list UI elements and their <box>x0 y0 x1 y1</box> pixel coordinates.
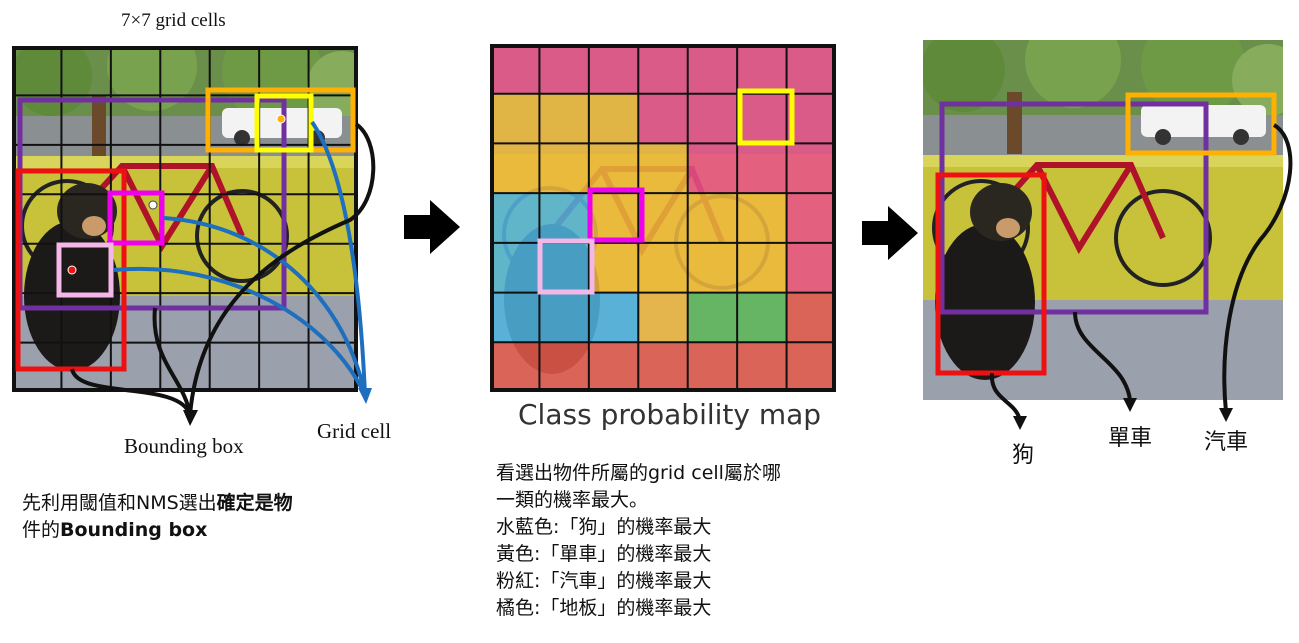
grid-lines <box>490 44 836 392</box>
desc-line: 黃色:「單車」的機率最大 <box>496 543 712 565</box>
center-dot-bike <box>148 200 158 210</box>
class-cell-pink <box>786 193 836 243</box>
label-grid-cell: Grid cell <box>317 419 392 443</box>
bbox-bike-panel3 <box>939 101 1209 315</box>
panel1-title: 7×7 grid cells <box>121 10 226 31</box>
desc-line: 一類的機率最大。 <box>496 489 649 511</box>
class-cell-yellow <box>588 242 639 293</box>
caption-line1-bold: 確定是物 <box>216 492 293 514</box>
arrow-right-icon <box>404 200 460 254</box>
class-cell-blue <box>490 242 540 293</box>
label-bike: 單車 <box>1108 425 1153 450</box>
class-cell-yellow <box>737 193 787 243</box>
caption-line2-bold: Bounding box <box>60 519 208 541</box>
class-cell-yellow <box>638 292 688 343</box>
class-cell-yellow <box>539 143 589 194</box>
class-cell-blue <box>539 242 589 293</box>
dog-bike-car-photo-3 <box>923 40 1283 400</box>
class-cell-yellow <box>588 93 639 144</box>
class-cell-pink <box>786 143 836 194</box>
class-cell-yellow <box>490 143 540 194</box>
class-cell-pink <box>786 242 836 293</box>
desc-line: 橘色:「地板」的機率最大 <box>496 597 712 619</box>
center-dot-car <box>276 114 286 124</box>
class-cell-blue <box>490 292 540 343</box>
dog-bike-car-photo-1 <box>12 46 358 392</box>
class-cell-pink <box>737 44 787 94</box>
label-pointers <box>989 123 1293 421</box>
class-cell-red <box>539 342 589 392</box>
class-cell-blue <box>588 292 639 343</box>
grid-cell-pointers <box>113 120 367 396</box>
class-cell-pink <box>786 93 836 144</box>
panel3-scene <box>923 40 1283 400</box>
class-cell-yellow <box>490 93 540 144</box>
class-cell-red <box>687 342 738 392</box>
class-cell-red <box>588 342 639 392</box>
center-dot-dog <box>67 265 77 275</box>
class-cell-yellow <box>588 193 639 243</box>
class-cell-green <box>737 292 787 343</box>
class-cell-yellow <box>588 143 639 194</box>
arrow-right-icon-2 <box>862 206 918 260</box>
class-cell-pink <box>638 93 688 144</box>
class-cell-red <box>638 342 688 392</box>
cell-bike-panel2 <box>587 187 645 243</box>
class-cell-pink <box>490 44 540 94</box>
desc-line: 粉紅:「汽車」的機率最大 <box>496 570 712 592</box>
class-cell-green <box>687 292 738 343</box>
class-cell-yellow <box>687 242 738 293</box>
label-bounding-box: Bounding box <box>124 434 244 458</box>
panel1-scene <box>12 46 358 392</box>
class-cell-pink <box>687 143 738 194</box>
class-cell-blue <box>490 193 540 243</box>
label-car: 汽車 <box>1204 429 1249 454</box>
class-cell-blue <box>539 292 589 343</box>
class-cell-pink <box>687 44 738 94</box>
class-cell-pink <box>737 93 787 144</box>
class-cell-pink <box>539 44 589 94</box>
class-cell-pink <box>737 143 787 194</box>
desc-line: 看選出物件所屬的grid cell屬於哪 <box>496 462 781 484</box>
class-cell-yellow <box>638 242 688 293</box>
class-cell-pink <box>786 44 836 94</box>
class-cell-pink <box>687 93 738 144</box>
class-cell-pink <box>588 44 639 94</box>
class-cell-pink <box>638 44 688 94</box>
cell-car-panel2 <box>737 88 795 146</box>
class-cell-red <box>737 342 787 392</box>
desc-line: 水藍色:「狗」的機率最大 <box>496 516 712 538</box>
caption-line2-regular: 件的 <box>22 519 61 541</box>
class-probability-map <box>490 44 836 392</box>
class-cell-yellow <box>737 242 787 293</box>
class-cell-yellow <box>687 193 738 243</box>
class-cell-red <box>786 292 836 343</box>
grid-cell-arrowhead <box>358 388 372 404</box>
class-cell-yellow <box>638 193 688 243</box>
class-cell-yellow <box>638 143 688 194</box>
bbox-dog-panel3 <box>935 172 1047 376</box>
class-cell-yellow <box>539 93 589 144</box>
panel2-description: 看選出物件所屬的grid cell屬於哪 一類的機率最大。 水藍色:「狗」的機率… <box>496 460 781 622</box>
class-cell-red <box>490 342 540 392</box>
grid-7x7-map <box>490 44 836 392</box>
cell-dog-panel1 <box>56 242 114 298</box>
bbox-pointers <box>70 122 376 416</box>
bbox-arrowhead <box>183 410 198 426</box>
cell-bike-panel1 <box>107 190 165 246</box>
label-dog: 狗 <box>1012 442 1035 467</box>
class-cell-red <box>786 342 836 392</box>
bbox-car-panel3 <box>1125 92 1277 156</box>
caption-line1-regular: 先利用閾值和NMS選出 <box>22 492 217 514</box>
panel1-caption: 先利用閾值和NMS選出確定是物 件的Bounding box <box>22 490 293 544</box>
cell-dog-panel2 <box>537 238 595 295</box>
class-cell-blue <box>539 193 589 243</box>
panel2-title: Class probability map <box>518 398 822 431</box>
